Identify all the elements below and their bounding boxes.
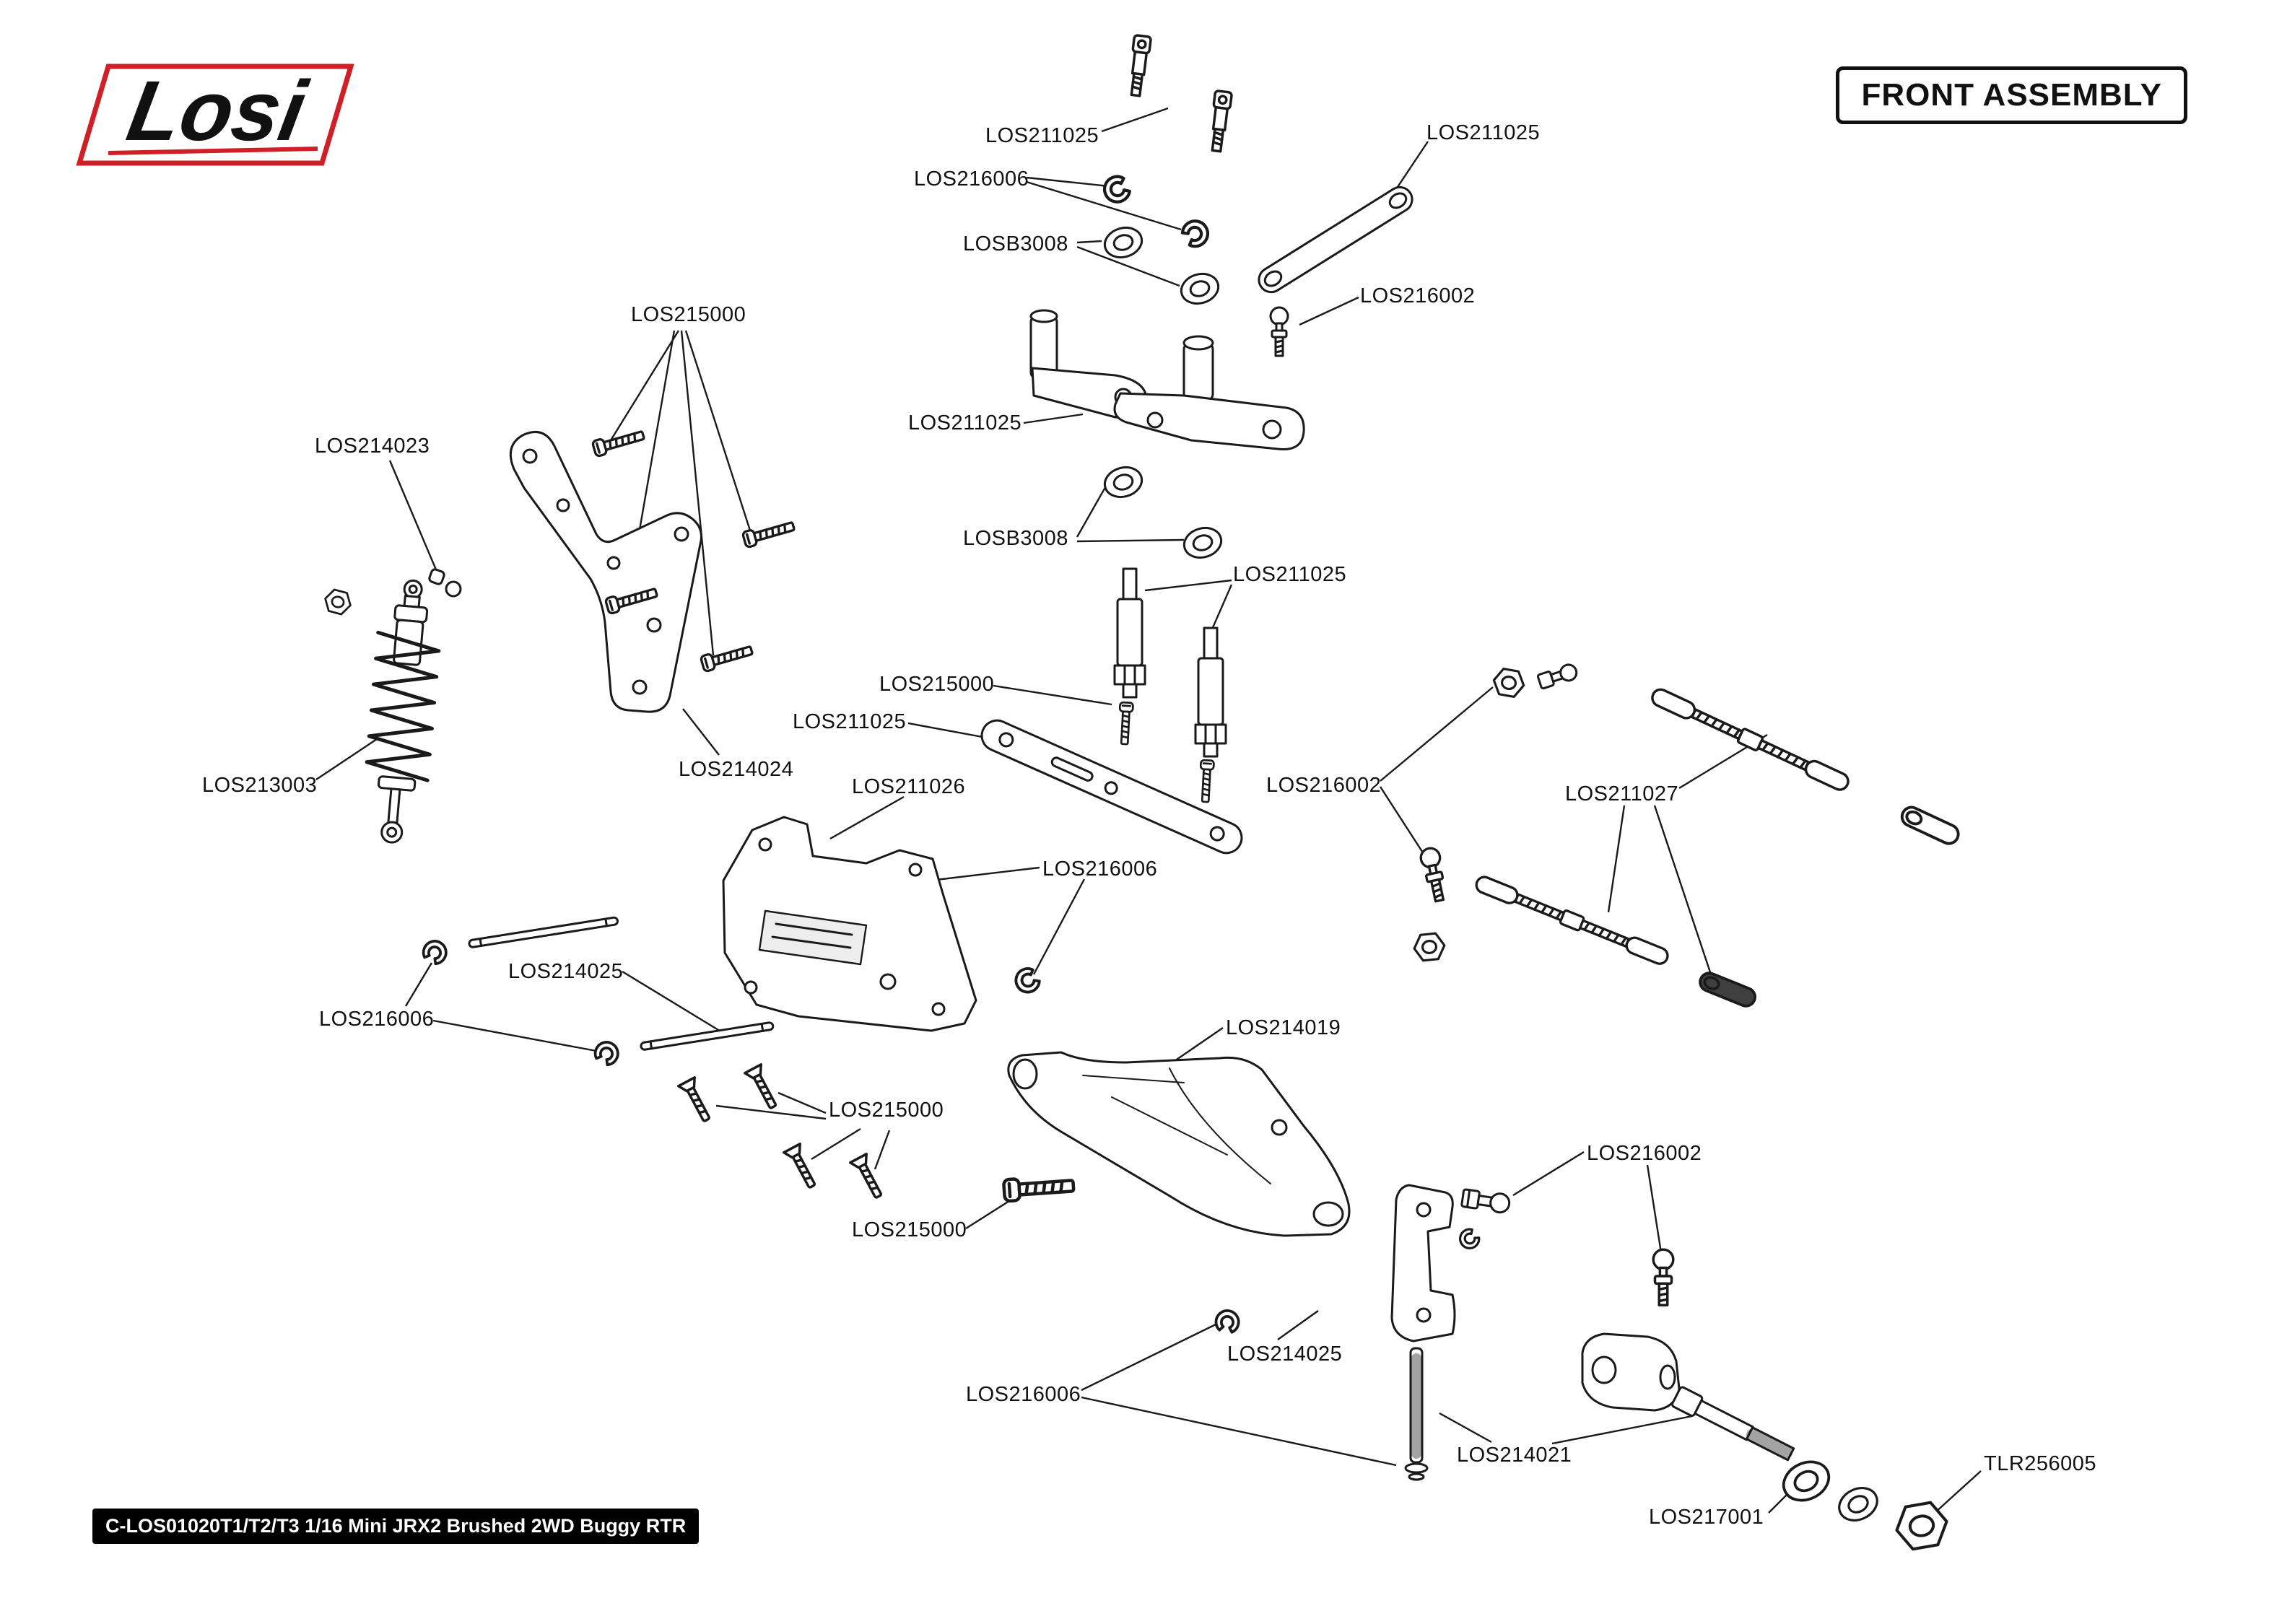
- flat-screw: [783, 1143, 822, 1192]
- bellcrank-right: [1113, 335, 1305, 450]
- hex-nut: [321, 587, 354, 617]
- losi-logo-text: Losi: [121, 64, 315, 159]
- turnbuckle-2: [1473, 873, 1671, 968]
- hex-nut: [1490, 666, 1528, 699]
- part-label-los211027: LOS211027: [1565, 782, 1679, 806]
- footer-part-number-text: C-LOS01020T1/T2/T3 1/16 Mini JRX2 Brushe…: [105, 1515, 687, 1537]
- shock-bushing: [428, 568, 462, 598]
- post-screw-1: [1117, 701, 1134, 746]
- part-label-los214019: LOS214019: [1226, 1016, 1341, 1039]
- rod-end: [1897, 803, 1963, 848]
- page-title-text: FRONT ASSEMBLY: [1861, 77, 2162, 113]
- part-label-los211025: LOS211025: [908, 411, 1022, 435]
- part-label-los214023: LOS214023: [315, 435, 430, 458]
- wheel-nut: [1895, 1501, 1948, 1551]
- e-clip: [1010, 964, 1044, 998]
- shock-absorber: [365, 579, 441, 844]
- part-label-los216006: LOS216006: [914, 167, 1029, 191]
- turnbuckle-1: [1648, 685, 1852, 794]
- part-label-losb3008: LOSB3008: [963, 527, 1068, 550]
- part-label-los211025: LOS211025: [793, 710, 907, 733]
- steering-knuckle: [1581, 1332, 1681, 1412]
- wheel-bearing: [1832, 1480, 1884, 1528]
- flat-screw: [677, 1076, 716, 1126]
- shoulder-screw-2: [1206, 89, 1234, 154]
- part-label-los217001: LOS217001: [1649, 1506, 1764, 1529]
- leader-lines: [315, 107, 1982, 1514]
- rod-end-molded: [1696, 969, 1759, 1010]
- ball-stud-horizontal: [1460, 1188, 1511, 1214]
- bearing-losb3008: [1099, 462, 1147, 502]
- shock-tower: [509, 431, 702, 713]
- bearing-losb3008: [1179, 523, 1227, 563]
- part-label-los214025: LOS214025: [1227, 1343, 1343, 1366]
- tower-screw: [591, 426, 647, 458]
- footer-part-number: C-LOS01020T1/T2/T3 1/16 Mini JRX2 Brushe…: [92, 1509, 700, 1544]
- part-label-los211025: LOS211025: [1426, 121, 1541, 144]
- part-label-los211026: LOS211026: [852, 775, 966, 798]
- parts: [321, 33, 1963, 1551]
- kick-plate: [722, 816, 977, 1032]
- steering-post-1: [1113, 567, 1146, 699]
- losi-logo: Losi: [76, 64, 354, 166]
- flat-screw: [849, 1153, 888, 1202]
- part-label-los216002: LOS216002: [1587, 1142, 1702, 1165]
- part-label-los213003: LOS213003: [202, 774, 318, 797]
- part-label-los216002: LOS216002: [1360, 284, 1476, 307]
- steering-post-2: [1194, 627, 1227, 758]
- part-label-los211025: LOS211025: [1233, 563, 1347, 586]
- ball-stud-horizontal: [1536, 663, 1578, 690]
- part-label-los215000: LOS215000: [631, 303, 746, 326]
- e-clip: [1455, 1225, 1484, 1254]
- e-clip: [419, 935, 452, 968]
- part-label-tlr256005: TLR256005: [1984, 1452, 2097, 1475]
- hinge-pin-1: [468, 916, 619, 948]
- e-clip: [1100, 173, 1132, 206]
- suspension-arm: [1007, 1051, 1351, 1237]
- part-label-losb3008: LOSB3008: [963, 232, 1068, 256]
- steering-link: [1258, 185, 1413, 294]
- part-label-los216002: LOS216002: [1266, 774, 1382, 797]
- ball-stud: [1269, 306, 1289, 357]
- tower-screw: [741, 517, 797, 549]
- part-label-los215000: LOS215000: [879, 673, 995, 696]
- king-pin: [1404, 1347, 1429, 1481]
- part-label-los211025: LOS211025: [985, 124, 1099, 147]
- tower-screw: [699, 641, 755, 673]
- bellcrank-support-plate: [980, 719, 1243, 855]
- part-label-los214025: LOS214025: [508, 960, 624, 983]
- part-label-los215000: LOS215000: [852, 1218, 967, 1241]
- post-screw-2: [1198, 759, 1215, 803]
- page-title: FRONT ASSEMBLY: [1836, 66, 2187, 124]
- part-label-los215000: LOS215000: [829, 1099, 944, 1122]
- e-clip: [1213, 1307, 1242, 1335]
- e-clip: [591, 1036, 624, 1069]
- part-label-los216006: LOS216006: [966, 1383, 1081, 1406]
- hinge-pin-2: [640, 1021, 775, 1051]
- shoulder-screw-1: [1125, 33, 1153, 98]
- bearing-losb3008: [1099, 222, 1147, 263]
- part-label-los214024: LOS214024: [679, 758, 794, 781]
- e-clip: [1180, 217, 1212, 250]
- flat-screw: [744, 1063, 783, 1113]
- part-label-los216006: LOS216006: [319, 1008, 435, 1031]
- part-label-los216006: LOS216006: [1042, 857, 1158, 881]
- arm-screw: [1003, 1175, 1074, 1202]
- bearing-losb3008: [1176, 269, 1224, 309]
- stub-axle: [1671, 1386, 1795, 1462]
- ball-stud: [1652, 1248, 1675, 1306]
- wheel-bearing: [1775, 1453, 1837, 1509]
- caster-block: [1390, 1184, 1456, 1343]
- ball-stud: [1418, 845, 1450, 904]
- part-label-los214021: LOS214021: [1457, 1444, 1572, 1467]
- hex-nut: [1411, 931, 1447, 963]
